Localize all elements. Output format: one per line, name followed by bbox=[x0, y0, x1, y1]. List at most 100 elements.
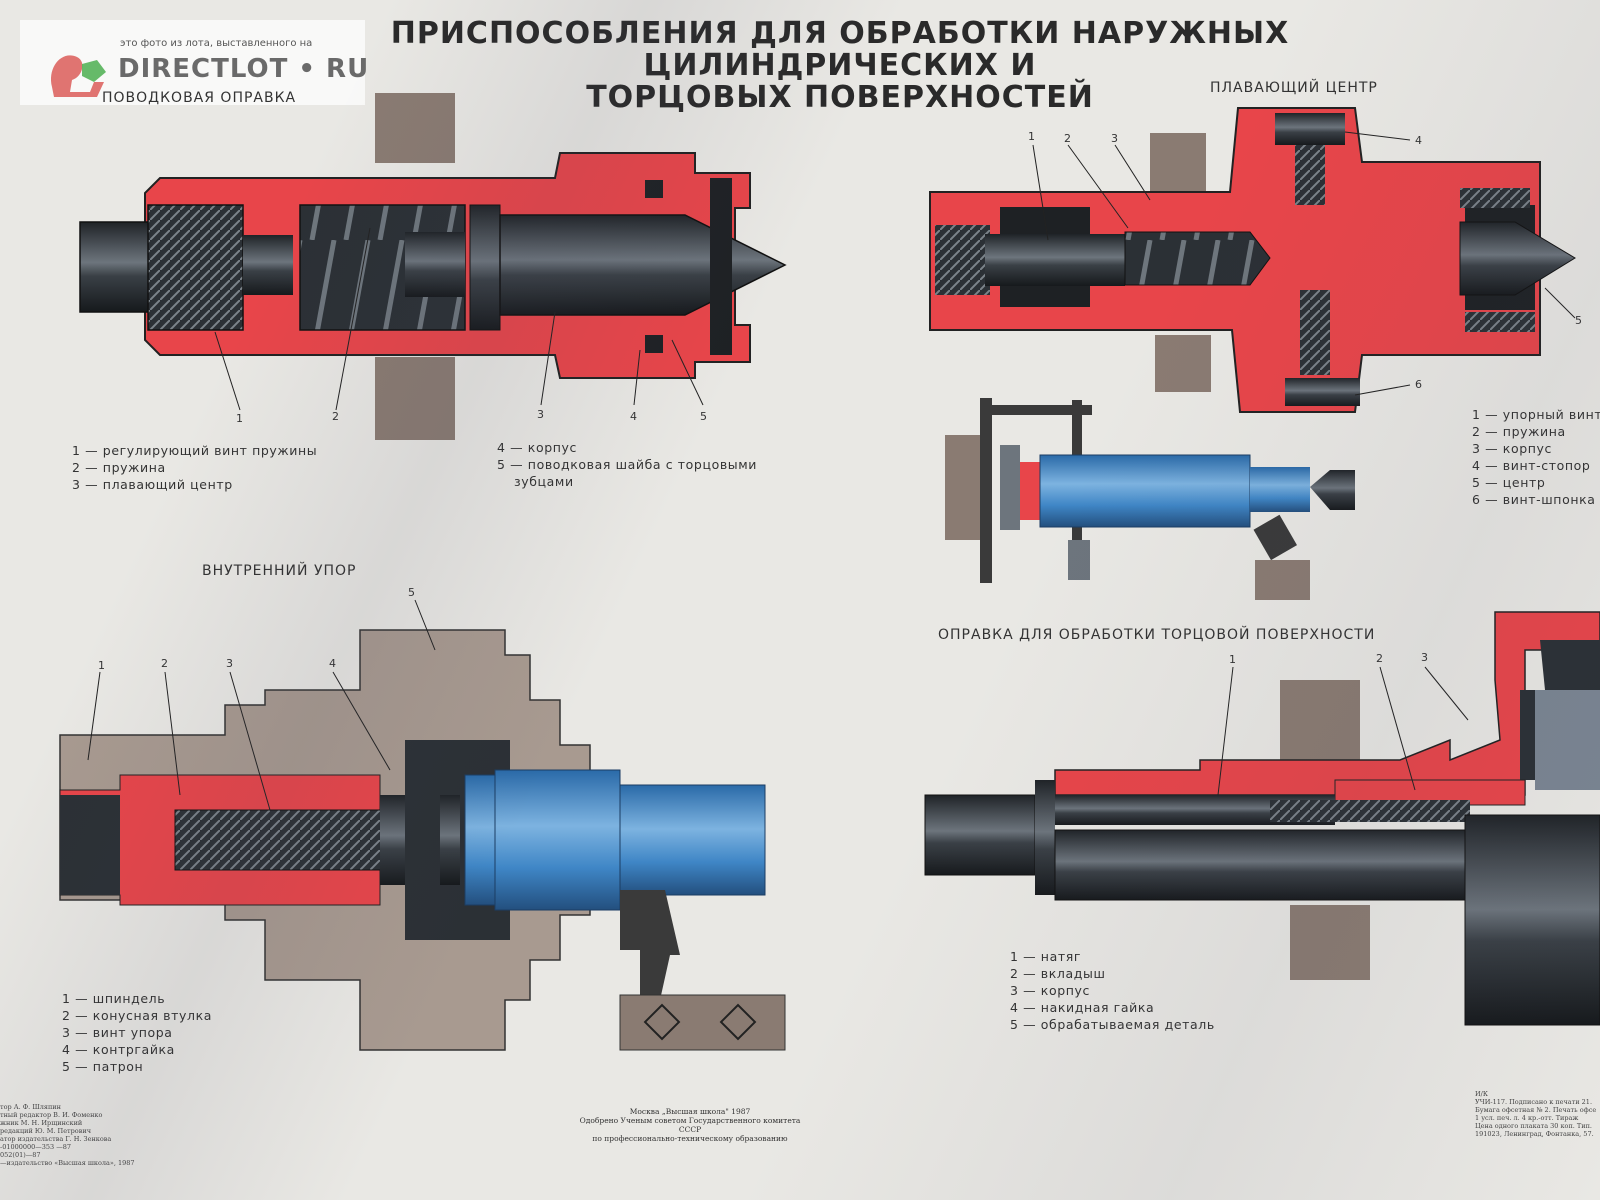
mandrel-hex-end bbox=[79, 221, 156, 313]
driving-mandrel-drawing bbox=[79, 93, 787, 440]
callout-is-1: 1 bbox=[98, 659, 105, 672]
imprint-right-line-3: Бумага офсетная № 2. Печать офсе bbox=[1475, 1106, 1597, 1114]
tool-holder bbox=[619, 994, 786, 1051]
legend-fc-item-2: 2 — пружина bbox=[1472, 424, 1566, 439]
legend-fc-item-1: 1 — упорный винт bbox=[1472, 407, 1600, 422]
fm-workpiece bbox=[1535, 690, 1600, 790]
callout-fm-3: 3 bbox=[1421, 651, 1428, 664]
lathe-tool-post bbox=[1255, 560, 1310, 600]
fm-faceplate bbox=[1464, 814, 1600, 1026]
internal-stop-drawing bbox=[59, 599, 786, 1051]
fc-stop-screw bbox=[985, 234, 1125, 286]
fm-pull-rod-thread bbox=[1270, 800, 1470, 822]
callout-dm-1: 1 bbox=[236, 412, 243, 425]
callout-leaders-2 bbox=[1032, 131, 1576, 396]
callout-fc-4: 4 bbox=[1415, 134, 1422, 147]
watermark: это фото из лота, выставленного на DIREC… bbox=[20, 20, 368, 105]
watermark-brand: DIRECTLOT • RU bbox=[118, 54, 370, 84]
heading-driving-mandrel: ПОВОДКОВАЯ ОПРАВКА bbox=[102, 90, 297, 106]
legend-is-item-3: 3 — винт упора bbox=[62, 1025, 173, 1040]
lathe-tailstock-center bbox=[1310, 470, 1355, 510]
imprint-right-line-6: 191023, Ленинград, Фонтанка, 57. bbox=[1475, 1130, 1594, 1138]
callout-fc-5: 5 bbox=[1575, 314, 1582, 327]
lathe-workpiece bbox=[1039, 454, 1251, 528]
tool-holder-bolt-2 bbox=[719, 1003, 757, 1041]
floating-center-tip bbox=[499, 214, 787, 316]
imprint-left: тор А. Ф. Шляпин тный редактор В. И. Фом… bbox=[0, 1103, 135, 1167]
callout-dm-3: 3 bbox=[537, 408, 544, 421]
fc-key-screw-head bbox=[1285, 378, 1360, 406]
workpiece-shoulder bbox=[464, 774, 496, 906]
callout-is-5: 5 bbox=[408, 586, 415, 599]
lathe-workpiece-end bbox=[1250, 467, 1310, 512]
publisher-line-1: Москва „Высшая школа" 1987 bbox=[629, 1107, 751, 1116]
imprint-right-line-2: УЧИ-117. Подписано к печати 21. bbox=[1475, 1098, 1593, 1106]
legend-is-item-1: 1 — шпиндель bbox=[62, 991, 166, 1006]
poster-title: ПРИСПОСОБЛЕНИЯ ДЛЯ ОБРАБОТКИ НАРУЖНЫХ ЦИ… bbox=[240, 18, 1440, 114]
legend-dm-item-5: 5 — поводковая шайба с торцовыми bbox=[497, 457, 758, 472]
legend-internal-stop: 1 — шпиндель 2 — конусная втулка 3 — вин… bbox=[62, 990, 212, 1075]
legend-is-item-5: 5 — патрон bbox=[62, 1059, 144, 1074]
imprint-left-line-4: редакций Ю. М. Петрович bbox=[0, 1127, 92, 1135]
legend-fm-item-5: 5 — обрабатываемая деталь bbox=[1010, 1017, 1215, 1032]
legend-is-item-4: 4 — контргайка bbox=[62, 1042, 175, 1057]
legend-floating-center: 1 — упорный винт 2 — пружина 3 — корпус … bbox=[1472, 406, 1600, 508]
imprint-right-line-1: И/К bbox=[1475, 1090, 1488, 1098]
fc-side-screw-bottom bbox=[1465, 312, 1535, 332]
legend-driving-mandrel-right: 4 — корпус 5 — поводковая шайба с торцов… bbox=[497, 439, 757, 490]
spindle-bore bbox=[60, 795, 120, 895]
imprint-left-line-3: жник М. Н. Ирщинский bbox=[0, 1119, 83, 1127]
imprint-right-line-5: Цена одного плаката 30 коп. Тип. bbox=[1475, 1122, 1592, 1130]
fm-mandrel-shaft bbox=[1054, 829, 1466, 901]
legend-fc-item-4: 4 — винт-стопор bbox=[1472, 458, 1591, 473]
workpiece-body bbox=[494, 769, 621, 911]
center-collar bbox=[469, 204, 501, 331]
callout-fm-2: 2 bbox=[1376, 652, 1383, 665]
imprint-left-line-5: атор издательства Г. Н. Зенкова bbox=[0, 1135, 112, 1143]
callout-leaders-4 bbox=[1217, 666, 1469, 796]
adjusting-screw-tip bbox=[243, 235, 293, 295]
callout-is-3: 3 bbox=[226, 657, 233, 670]
fc-set-screw-head-top bbox=[1275, 113, 1345, 145]
fc-key-screw bbox=[1300, 290, 1330, 375]
callout-fc-6: 6 bbox=[1415, 378, 1422, 391]
fc-lower-block bbox=[1155, 335, 1211, 392]
fc-upper-block bbox=[1150, 133, 1206, 193]
lathe-chuck-ring bbox=[1000, 445, 1020, 530]
heading-face-mandrel: ОПРАВКА ДЛЯ ОБРАБОТКИ ТОРЦОВОЙ ПОВЕРХНОС… bbox=[938, 627, 1376, 643]
stop-screw bbox=[174, 809, 411, 871]
spindle-lower-block bbox=[375, 357, 455, 440]
legend-fm-item-2: 2 — вкладыш bbox=[1010, 966, 1106, 981]
imprint-right-line-4: 1 усл. печ. л. 4 кр.-отт. Тираж bbox=[1475, 1114, 1579, 1122]
legend-fm-item-3: 3 — корпус bbox=[1010, 983, 1090, 998]
legend-fc-item-3: 3 — корпус bbox=[1472, 441, 1552, 456]
legend-dm-item-1: 1 — регулирующий винт пружины bbox=[72, 443, 318, 458]
imprint-left-line-7: 052(01)—87 bbox=[0, 1151, 41, 1159]
legend-face-mandrel: 1 — натяг 2 — вкладыш 3 — корпус 4 — нак… bbox=[1010, 948, 1215, 1033]
imprint-left-line-8: —издательство «Высшая школа», 1987 bbox=[0, 1159, 135, 1167]
callout-fm-1: 1 bbox=[1229, 653, 1236, 666]
imprint-right: И/К УЧИ-117. Подписано к печати 21. Бума… bbox=[1475, 1090, 1596, 1138]
imprint-left-line-1: тор А. Ф. Шляпин bbox=[0, 1103, 61, 1111]
callout-fc-3: 3 bbox=[1111, 132, 1118, 145]
title-line-1: ПРИСПОСОБЛЕНИЯ ДЛЯ ОБРАБОТКИ НАРУЖНЫХ ЦИ… bbox=[390, 16, 1290, 83]
publisher-line-3: по профессионально-техническому образова… bbox=[592, 1134, 788, 1143]
callout-is-2: 2 bbox=[161, 657, 168, 670]
legend-fc-item-5: 5 — центр bbox=[1472, 475, 1546, 490]
imprint-left-line-6: -01000000—353 —87 bbox=[0, 1143, 72, 1151]
fc-center-tip bbox=[1459, 221, 1576, 296]
fc-set-screw-top bbox=[1295, 145, 1325, 205]
lathe-driver-bar bbox=[992, 405, 1092, 415]
lathe-rest bbox=[1068, 540, 1090, 580]
fm-lower-block bbox=[1290, 905, 1370, 980]
fm-pull-rod-collar bbox=[1035, 780, 1055, 895]
heading-floating-center: ПЛАВАЮЩИЙ ЦЕНТР bbox=[1210, 80, 1378, 96]
callout-dm-5: 5 bbox=[700, 410, 707, 423]
title-line-2: ТОРЦОВЫХ ПОВЕРХНОСТЕЙ bbox=[586, 80, 1094, 115]
floating-center-drawing bbox=[929, 107, 1576, 413]
fm-upper-block bbox=[1280, 680, 1360, 770]
face-mandrel-drawing bbox=[924, 611, 1600, 1026]
callout-fc-2: 2 bbox=[1064, 132, 1071, 145]
tool-holder-bolt-1 bbox=[643, 1003, 681, 1041]
